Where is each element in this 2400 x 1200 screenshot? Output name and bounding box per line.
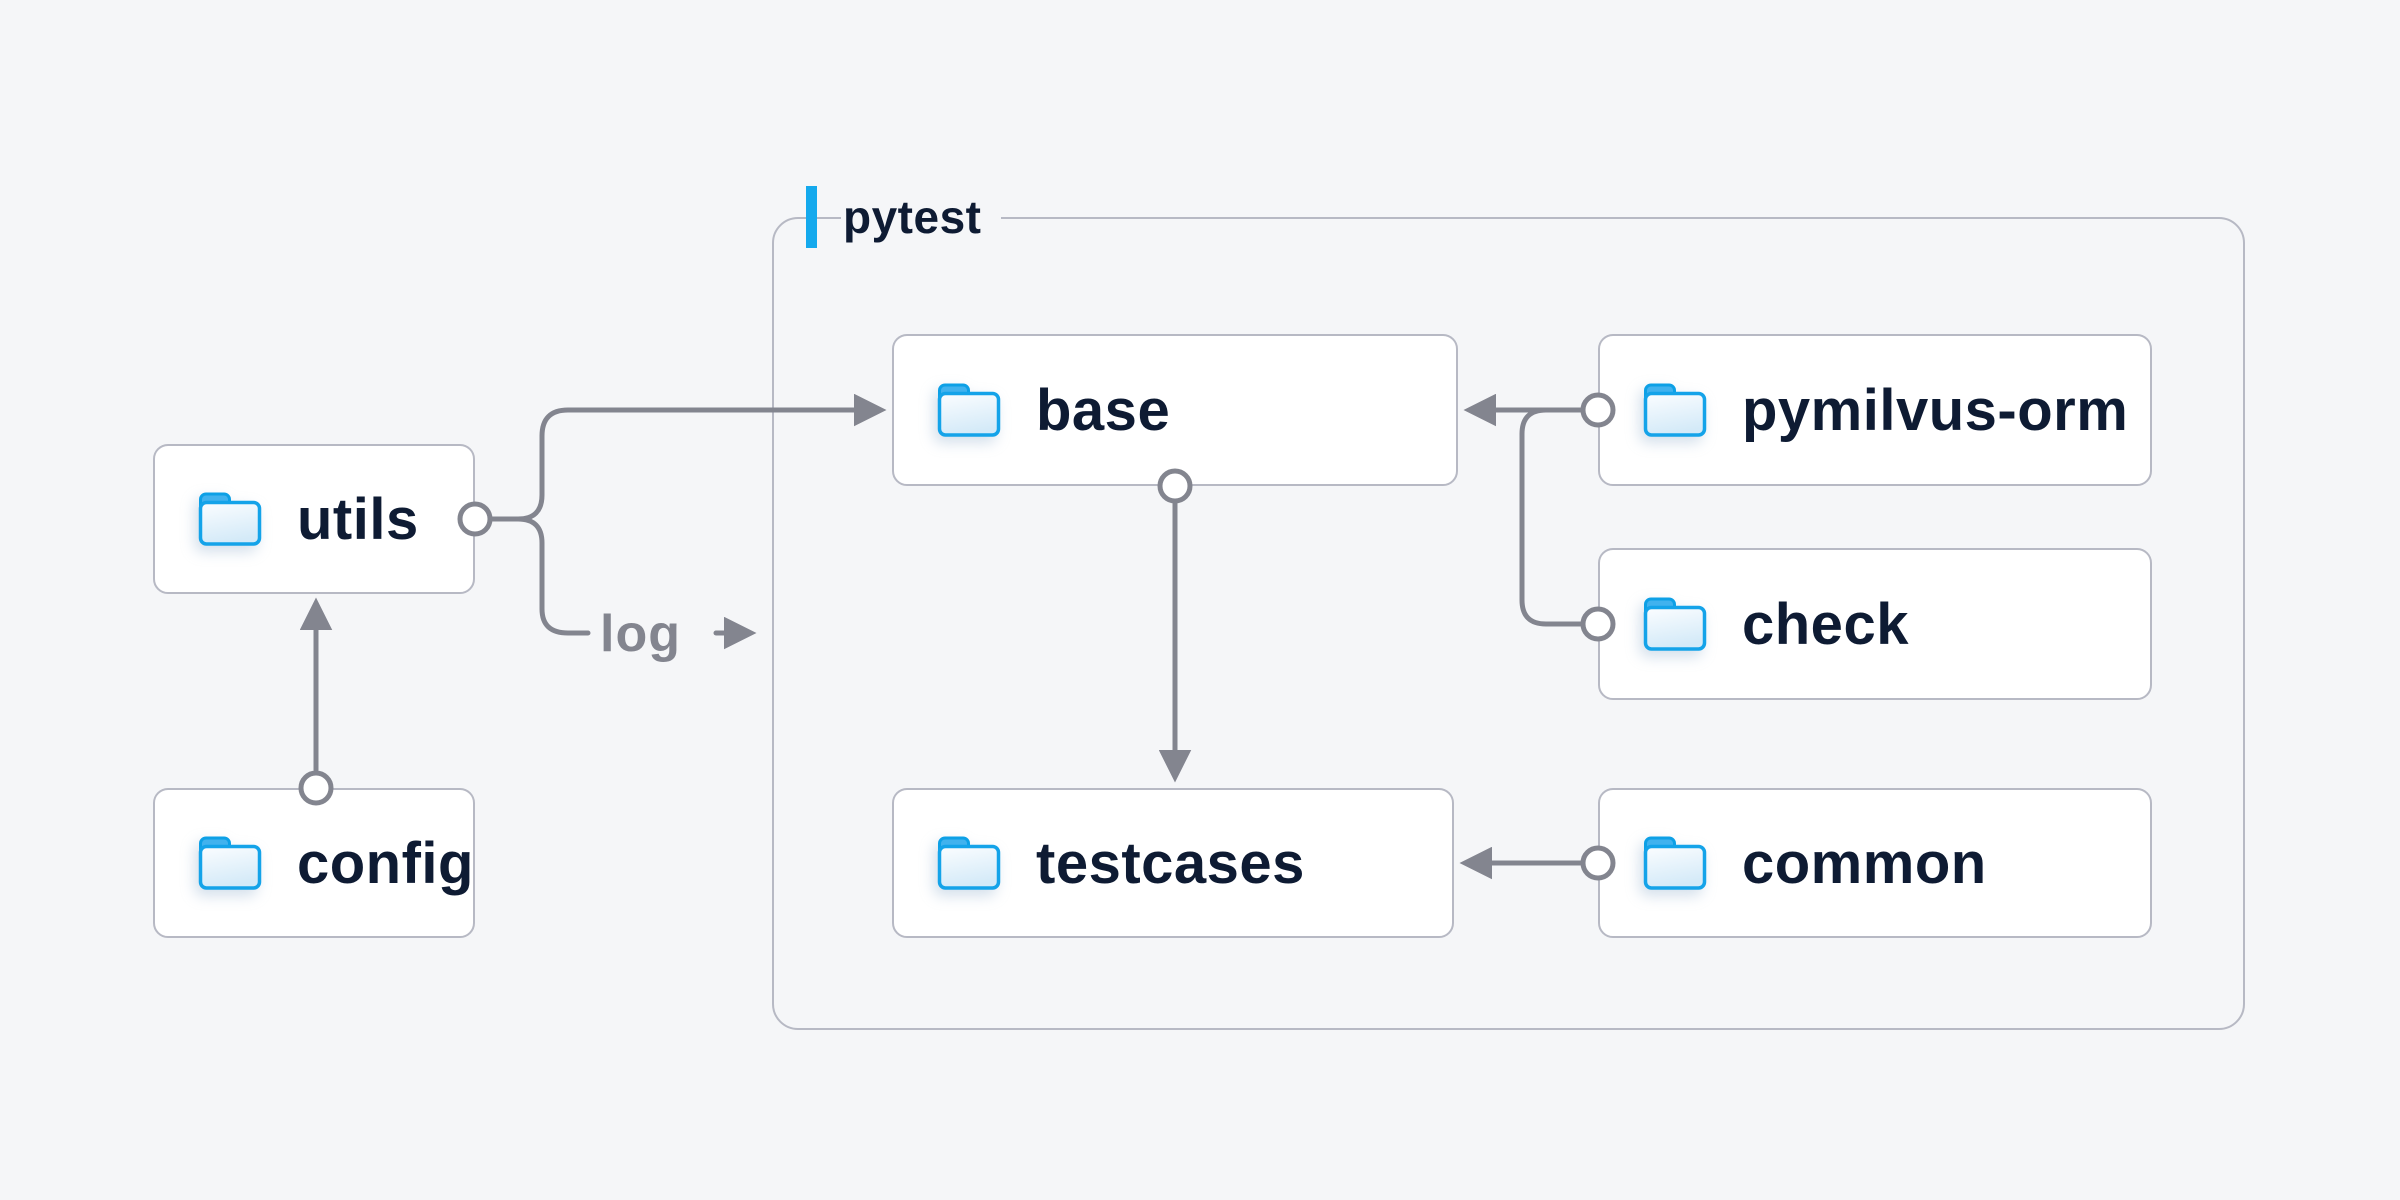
- node-label: common: [1742, 830, 1987, 896]
- folder-icon: [937, 836, 1001, 890]
- node-base: base: [892, 334, 1458, 486]
- folder-icon: [198, 492, 262, 546]
- node-label: base: [1036, 377, 1171, 443]
- accent-bar-icon: [806, 186, 817, 248]
- node-label: testcases: [1036, 830, 1305, 896]
- folder-icon: [1643, 383, 1707, 437]
- pytest-container: [772, 217, 2245, 1030]
- node-label: pymilvus-orm: [1742, 377, 2129, 443]
- folder-icon: [1643, 836, 1707, 890]
- node-label: check: [1742, 591, 1909, 657]
- pytest-label-text: pytest: [841, 181, 1002, 253]
- node-label: utils: [297, 486, 419, 552]
- node-check: check: [1598, 548, 2152, 700]
- edge-utils-log: [515, 516, 591, 636]
- node-utils: utils: [153, 444, 475, 594]
- node-pymilvus-orm: pymilvus-orm: [1598, 334, 2152, 486]
- node-testcases: testcases: [892, 788, 1454, 938]
- edge-label-log: log: [600, 605, 681, 663]
- folder-icon: [1643, 597, 1707, 651]
- node-label: config: [297, 830, 474, 896]
- pytest-container-label: pytest: [806, 181, 1002, 253]
- folder-icon: [937, 383, 1001, 437]
- node-common: common: [1598, 788, 2152, 938]
- node-config: config: [153, 788, 475, 938]
- folder-icon: [198, 836, 262, 890]
